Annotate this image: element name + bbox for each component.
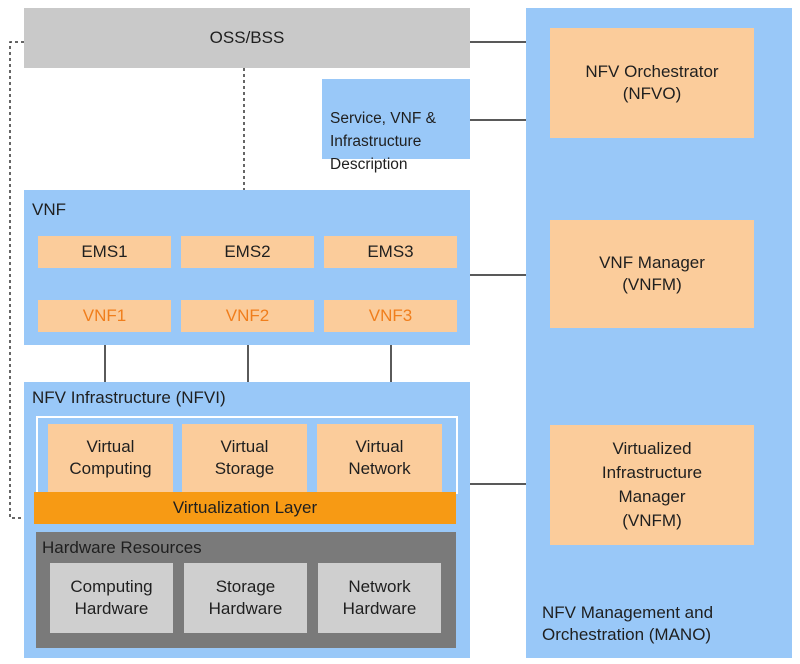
vnf3-box: VNF3 xyxy=(324,300,457,332)
ems3-label: EMS3 xyxy=(367,242,414,261)
computing-hardware-label: Computing Hardware xyxy=(70,577,153,618)
virtual-network-label: Virtual Network xyxy=(348,437,411,478)
mano-title: NFV Management and Orchestration (MANO) xyxy=(542,603,714,644)
vnf1-box: VNF1 xyxy=(38,300,171,332)
ems1-box: EMS1 xyxy=(38,236,171,268)
virtual-network-box: Virtual Network xyxy=(317,424,442,492)
virtual-computing-box: Virtual Computing xyxy=(48,424,173,492)
oss-bss-box: OSS/BSS xyxy=(24,8,470,68)
hardware-resources-title: Hardware Resources xyxy=(42,538,202,557)
vnf-section-title: VNF xyxy=(32,200,66,219)
vnfm-box: VNF Manager (VNFM) xyxy=(550,220,754,328)
network-hardware-label: Network Hardware xyxy=(342,577,417,618)
vnf1-label: VNF1 xyxy=(82,306,127,325)
description-label: Service, VNF & Infrastructure Descriptio… xyxy=(330,110,436,173)
vnf2-box: VNF2 xyxy=(181,300,314,332)
vnf2-label: VNF2 xyxy=(225,306,270,325)
virtual-storage-box: Virtual Storage xyxy=(182,424,307,492)
vnfm-label: VNF Manager (VNFM) xyxy=(599,253,705,294)
network-hardware-box: Network Hardware xyxy=(318,563,441,633)
virtual-computing-label: Virtual Computing xyxy=(69,437,152,478)
oss-bss-label: OSS/BSS xyxy=(209,28,285,47)
vnf3-label: VNF3 xyxy=(368,306,413,325)
storage-hardware-label: Storage Hardware xyxy=(208,577,283,618)
computing-hardware-box: Computing Hardware xyxy=(50,563,173,633)
ems2-box: EMS2 xyxy=(181,236,314,268)
virtualization-layer-label: Virtualization Layer xyxy=(172,498,318,517)
ems3-box: EMS3 xyxy=(324,236,457,268)
nfvi-title: NFV Infrastructure (NFVI) xyxy=(32,388,226,407)
vim-label: Virtualized Infrastructure Manager (VNFM… xyxy=(601,439,703,530)
virtualization-layer: Virtualization Layer xyxy=(34,492,456,524)
ems1-label: EMS1 xyxy=(81,242,128,261)
virtual-storage-label: Virtual Storage xyxy=(214,437,275,478)
nfvo-label: NFV Orchestrator (NFVO) xyxy=(585,62,719,103)
storage-hardware-box: Storage Hardware xyxy=(184,563,307,633)
ems2-label: EMS2 xyxy=(224,242,271,261)
description-box: Service, VNF & Infrastructure Descriptio… xyxy=(322,79,470,173)
nfvo-box: NFV Orchestrator (NFVO) xyxy=(550,28,754,138)
vim-box: Virtualized Infrastructure Manager (VNFM… xyxy=(550,425,754,545)
